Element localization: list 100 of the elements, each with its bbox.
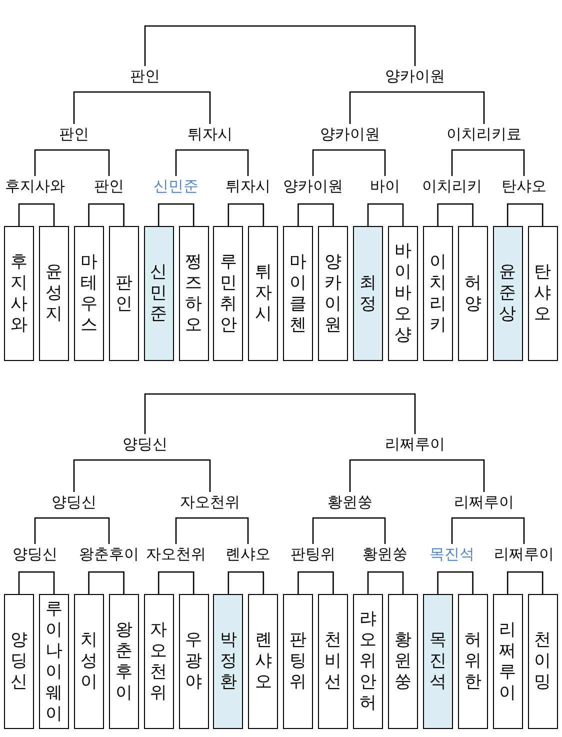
player-name: 바이 bbox=[370, 176, 400, 196]
bracket-line bbox=[349, 91, 415, 124]
bracket-line bbox=[73, 91, 145, 124]
player-name: 왕춘후이 bbox=[79, 544, 139, 564]
player-name: 이치리키료 bbox=[446, 124, 522, 144]
player-box: 신민준 bbox=[144, 226, 174, 361]
player-box: 후지사와 bbox=[4, 226, 34, 361]
player-box: 허양 bbox=[458, 226, 488, 361]
player-box: 허위한 bbox=[458, 594, 488, 729]
player-name: 이치리키 bbox=[422, 176, 482, 196]
player-box: 황윈쑹 bbox=[388, 594, 418, 729]
bracket-line bbox=[88, 571, 124, 594]
bracket-line bbox=[350, 149, 386, 176]
player-box: 윤성지 bbox=[39, 226, 69, 361]
bracket-line bbox=[437, 203, 474, 226]
bracket-line bbox=[228, 571, 264, 594]
player-name: 튀자시 bbox=[188, 124, 232, 144]
player-box: 루이나이웨이 bbox=[39, 594, 69, 729]
player-name: 양카이원 bbox=[283, 176, 343, 196]
player-box: 탄샤오 bbox=[528, 226, 558, 361]
player-name: 리쩌루이 bbox=[454, 492, 514, 512]
bracket-line bbox=[145, 459, 211, 492]
bracket-line bbox=[349, 459, 415, 492]
player-box: 윤준상 bbox=[492, 226, 523, 361]
bracket-line bbox=[415, 459, 485, 492]
player-name: 튀자시 bbox=[226, 176, 270, 196]
player-box: 롄샤오 bbox=[248, 594, 278, 729]
bracket-line bbox=[484, 149, 525, 176]
player-name: 황윈쑹 bbox=[328, 492, 372, 512]
player-box: 판인 bbox=[108, 226, 139, 361]
player-name: 양카이원 bbox=[320, 124, 380, 144]
bracket-line bbox=[437, 571, 474, 594]
bracket-line bbox=[210, 517, 249, 544]
bracket-line bbox=[18, 203, 55, 226]
bracket-line bbox=[144, 25, 416, 66]
player-box: 바이바오샹 bbox=[388, 226, 418, 361]
bracket-line bbox=[415, 91, 485, 124]
bracket-line bbox=[367, 571, 404, 594]
bracket-line bbox=[34, 517, 74, 544]
bracket-line bbox=[144, 393, 416, 434]
player-name: 탄샤오 bbox=[502, 176, 546, 196]
player-name: 양딩신 bbox=[52, 492, 96, 512]
bracket-line bbox=[74, 517, 110, 544]
bracket-line bbox=[228, 203, 264, 226]
bracket-line bbox=[350, 517, 386, 544]
bracket-line bbox=[34, 149, 74, 176]
player-box: 천비선 bbox=[318, 594, 348, 729]
player-box: 판팅위 bbox=[283, 594, 314, 729]
bracket-line bbox=[298, 571, 334, 594]
player-name: 신민준 bbox=[154, 176, 198, 196]
player-box: 리쩌루이 bbox=[492, 594, 523, 729]
bracket-line bbox=[451, 517, 484, 544]
player-name: 리쩌루이 bbox=[385, 434, 445, 454]
bracket-line bbox=[506, 203, 544, 226]
player-box: 자오천위 bbox=[144, 594, 174, 729]
bracket-line bbox=[88, 203, 124, 226]
player-name: 양딩신 bbox=[12, 544, 58, 564]
bracket-line bbox=[312, 149, 350, 176]
player-box: 마이클첸 bbox=[283, 226, 314, 361]
player-name: 자오천위 bbox=[180, 492, 240, 512]
player-box: 치성이 bbox=[74, 594, 104, 729]
bracket-line bbox=[367, 203, 404, 226]
player-box: 박정환 bbox=[213, 594, 244, 729]
bracket-line bbox=[451, 149, 484, 176]
bracket-line bbox=[158, 203, 194, 226]
player-name: 판인 bbox=[130, 66, 160, 86]
player-name: 자오천위 bbox=[146, 544, 206, 564]
player-name: 후지사와 bbox=[5, 176, 65, 196]
player-box: 우광야 bbox=[178, 594, 209, 729]
player-box: 왕춘후이 bbox=[108, 594, 139, 729]
bracket-line bbox=[73, 459, 145, 492]
bracket-line bbox=[18, 571, 55, 594]
player-box: 천이밍 bbox=[528, 594, 558, 729]
bracket-line bbox=[312, 517, 350, 544]
player-name: 판인 bbox=[59, 124, 89, 144]
player-name: 양딩신 bbox=[122, 434, 168, 454]
player-name: 롄샤오 bbox=[226, 544, 270, 564]
bracket-line bbox=[298, 203, 334, 226]
bracket-line bbox=[506, 571, 544, 594]
player-name: 판팅위 bbox=[290, 544, 336, 564]
player-box: 랴오위안허 bbox=[353, 594, 383, 729]
player-name: 양카이원 bbox=[385, 66, 445, 86]
player-box: 양카이원 bbox=[318, 226, 348, 361]
player-box: 튀자시 bbox=[248, 226, 278, 361]
player-name: 황윈쑹 bbox=[362, 544, 408, 564]
player-name: 리쩌루이 bbox=[494, 544, 554, 564]
bracket-line bbox=[175, 149, 210, 176]
bracket-line bbox=[484, 517, 525, 544]
bracket-line bbox=[74, 149, 110, 176]
player-box: 최정 bbox=[353, 226, 383, 361]
player-box: 목진석 bbox=[422, 594, 453, 729]
player-name: 판인 bbox=[94, 176, 124, 196]
bracket-line bbox=[210, 149, 249, 176]
player-box: 쩡즈하오 bbox=[178, 226, 209, 361]
player-box: 양딩신 bbox=[4, 594, 34, 729]
player-box: 이치리키 bbox=[422, 226, 453, 361]
player-box: 마테우스 bbox=[74, 226, 104, 361]
bracket-line bbox=[145, 91, 211, 124]
player-name: 목진석 bbox=[430, 544, 474, 564]
player-box: 루민취안 bbox=[213, 226, 244, 361]
